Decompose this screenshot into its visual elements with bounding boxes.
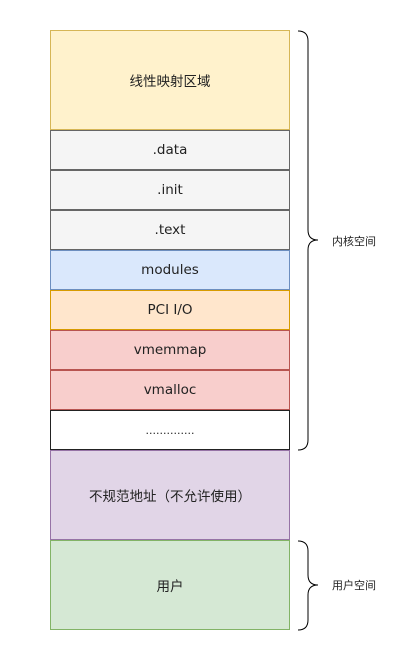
block-linear-mapping: 线性映射区域 [50, 30, 290, 130]
block-modules: modules [50, 250, 290, 290]
user-space-brace [297, 540, 319, 631]
block-data-section: .data [50, 130, 290, 170]
block-pci-io-label: PCI I/O [147, 302, 193, 318]
block-linear-mapping-label: 线性映射区域 [129, 74, 211, 90]
block-data-section-label: .data [152, 142, 188, 158]
block-init-section: .init [50, 170, 290, 210]
block-vmemmap-label: vmemmap [133, 342, 207, 358]
block-ellipsis-label: .............. [145, 423, 195, 437]
block-text-section: .text [50, 210, 290, 250]
block-pci-io: PCI I/O [50, 290, 290, 330]
kernel-space-label: 内核空间 [332, 235, 376, 248]
block-noncanonical-address-label: 不规范地址（不允许使用） [89, 489, 251, 505]
block-init-section-label: .init [157, 182, 183, 198]
block-user-label: 用户 [156, 579, 184, 595]
block-noncanonical-address: 不规范地址（不允许使用） [50, 450, 290, 540]
block-modules-label: modules [141, 262, 199, 278]
block-vmemmap: vmemmap [50, 330, 290, 370]
block-vmalloc: vmalloc [50, 370, 290, 410]
block-text-section-label: .text [154, 222, 186, 238]
block-ellipsis: .............. [50, 410, 290, 450]
block-vmalloc-label: vmalloc [143, 382, 197, 398]
kernel-space-brace [297, 30, 319, 451]
user-space-label: 用户空间 [332, 579, 376, 592]
block-user: 用户 [50, 540, 290, 630]
